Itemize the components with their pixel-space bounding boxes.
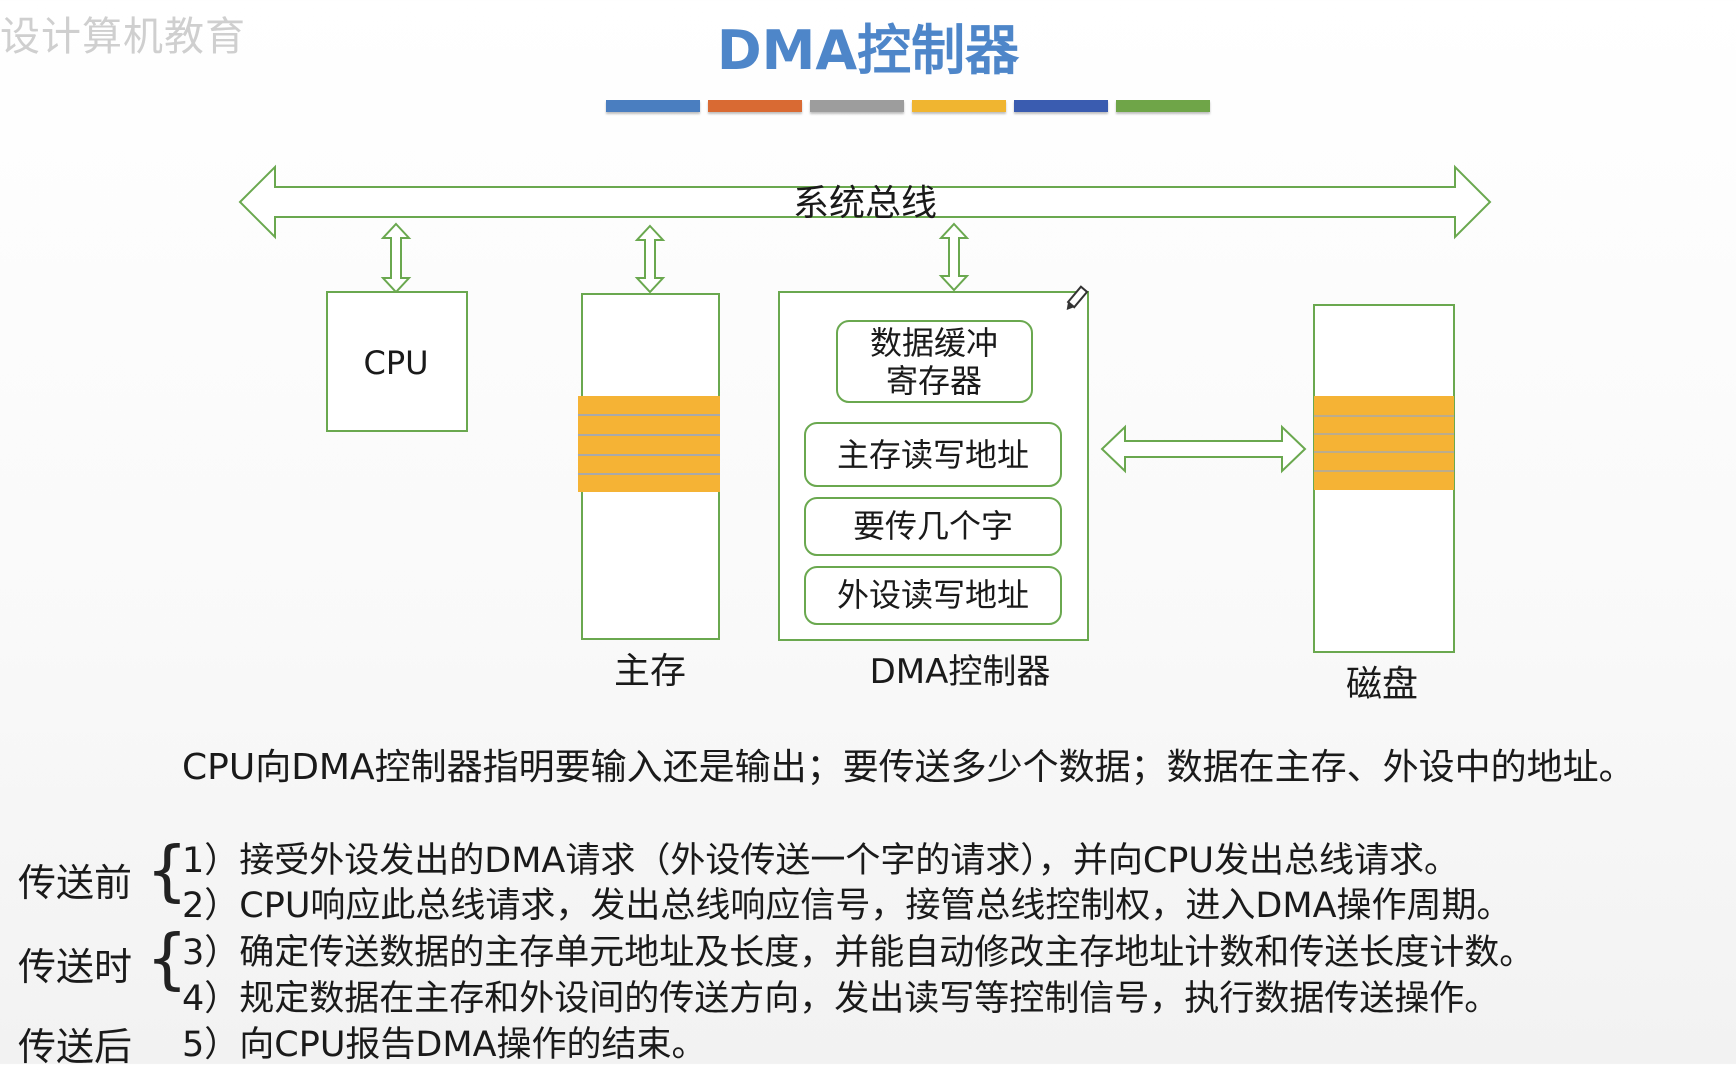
device-address-label: 外设读写地址 bbox=[837, 576, 1029, 614]
dma-description: CPU向DMA控制器指明要输入还是输出；要传送多少个数据；数据在主存、外设中的地… bbox=[182, 747, 1635, 788]
word-count-label: 要传几个字 bbox=[853, 507, 1013, 545]
dma-diagram: 系统总线 CPU 主存 数据缓冲 寄存器 主存读写地址 要传几个字 外设读写地址… bbox=[238, 164, 1492, 705]
phase-label-before: 传送前 bbox=[18, 861, 133, 905]
phase-label-after: 传送后 bbox=[18, 1025, 133, 1069]
phase-label-during: 传送时 bbox=[18, 945, 133, 989]
step-5: 5）向CPU报告DMA操作的结束。 bbox=[182, 1025, 707, 1065]
color-bar bbox=[1014, 100, 1108, 112]
title-color-bars bbox=[606, 100, 1210, 113]
step-4: 4）规定数据在主存和外设间的传送方向，发出读写等控制信号，执行数据传送操作。 bbox=[182, 979, 1500, 1019]
step-3: 3）确定传送数据的主存单元地址及长度，并能自动修改主存地址计数和传送长度计数。 bbox=[182, 933, 1535, 973]
word-count-register bbox=[804, 497, 1062, 556]
disk-highlight-block bbox=[1314, 396, 1454, 490]
memory-highlight-block bbox=[578, 396, 720, 492]
brace-during: { bbox=[146, 920, 188, 997]
color-bar bbox=[606, 100, 700, 112]
color-bar bbox=[708, 100, 802, 112]
memory-bus-arrow bbox=[634, 224, 666, 294]
disk-label: 磁盘 bbox=[1346, 664, 1418, 705]
dma-controller-label: DMA控制器 bbox=[870, 652, 1051, 692]
color-bar bbox=[810, 100, 904, 112]
pencil-icon bbox=[1066, 285, 1089, 310]
cpu-label: CPU bbox=[363, 344, 428, 382]
system-bus-label: 系统总线 bbox=[793, 183, 937, 224]
step-1: 1）接受外设发出的DMA请求（外设传送一个字的请求），并向CPU发出总线请求。 bbox=[182, 841, 1460, 881]
data-buffer-label-line1: 数据缓冲 bbox=[870, 324, 998, 362]
color-bar bbox=[912, 100, 1006, 112]
color-bar bbox=[1116, 100, 1210, 112]
dma-bus-arrow bbox=[938, 222, 970, 292]
step-2: 2）CPU响应此总线请求，发出总线响应信号，接管总线控制权，进入DMA操作周期。 bbox=[182, 886, 1512, 926]
data-buffer-label-line2: 寄存器 bbox=[886, 362, 982, 400]
dma-disk-arrow bbox=[1100, 424, 1307, 474]
mem-address-register bbox=[804, 422, 1062, 487]
system-bus-arrow bbox=[238, 164, 1492, 240]
slide-title: DMA控制器 bbox=[716, 19, 1020, 82]
watermark: 设计算机教育 bbox=[0, 14, 246, 60]
mem-address-label: 主存读写地址 bbox=[837, 436, 1029, 474]
memory-label: 主存 bbox=[614, 651, 686, 692]
cpu-bus-arrow bbox=[380, 222, 412, 294]
cpu-box bbox=[326, 291, 468, 432]
device-address-register bbox=[804, 566, 1062, 625]
brace-before: { bbox=[146, 832, 188, 909]
data-buffer-register bbox=[836, 320, 1033, 403]
